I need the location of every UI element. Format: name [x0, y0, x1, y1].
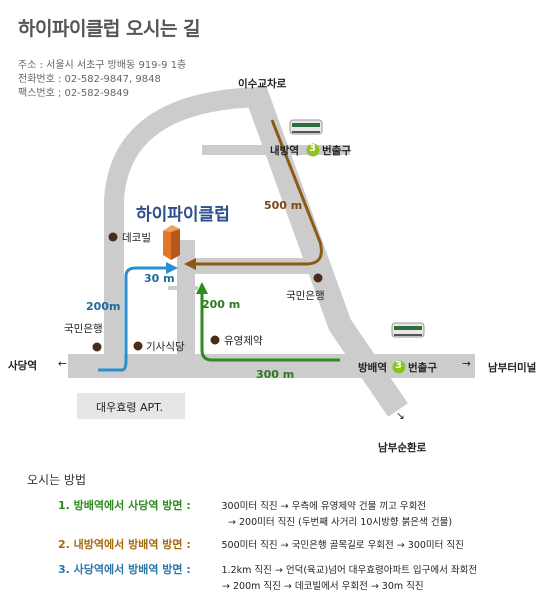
naebang-exit-label: 번출구: [322, 145, 351, 157]
arrow-left-label: ←: [58, 358, 67, 370]
page-title: 하이파이클럽 오시는 길: [18, 18, 201, 40]
direction-text-2: 500미터 직진 → 국민은행 골목길로 우회전 → 300미터 직진: [221, 540, 464, 551]
distance-30m-label: 30 m: [144, 272, 175, 285]
phone-text: 전화번호 : 02-582-9847, 9848: [18, 74, 161, 85]
green-route: [200, 292, 340, 362]
direction-text-1: 300미터 직진 → 우측에 유영제약 건물 끼고 우회전: [221, 501, 427, 512]
distance-300m-label: 300 m: [256, 368, 295, 381]
apt-box: [77, 393, 185, 419]
direction-route-3: 3. 사당역에서 방배역 방면 :: [58, 563, 191, 576]
bangbae-exit-label: 번출구: [408, 362, 437, 374]
direction-item-1: 1. 방배역에서 사당역 방면 : 300미터 직진 → 우측에 유영제약 건물…: [58, 497, 426, 513]
kookmin-bank-right-label: 국민은행: [286, 290, 325, 302]
naebang-exit-badge: [306, 143, 320, 157]
road-network: [68, 85, 475, 417]
direction-text-3: 1.2km 직진 → 언덕(육교)넘어 대우효령아파트 입구에서 좌회전: [221, 565, 478, 576]
bangbae-train-icon: [391, 322, 425, 338]
hifi-club-label: 하이파이클럽: [136, 205, 230, 225]
nambu-ring-road-label: 남부순환로: [378, 442, 427, 454]
direction-item-3: 3. 사당역에서 방배역 방면 : 1.2km 직진 → 언덕(육교)넘어 대우…: [58, 561, 477, 577]
yuyoung-pharma-dot: [210, 335, 220, 345]
brown-route: [194, 119, 323, 266]
naebang-station-label: 내방역: [270, 145, 299, 157]
distance-500m-label: 500 m: [264, 199, 303, 212]
hifi-club-building: [163, 225, 180, 260]
diagonal-road: [243, 85, 408, 417]
direction-item-2: 2. 내방역에서 방배역 방면 : 500미터 직진 → 국민은행 골목길로 우…: [58, 536, 464, 552]
address-text: 주소 : 서울시 서초구 방배동 919-9 1층: [18, 60, 187, 71]
fax-text: 팩스번호 ; 02-582-9849: [18, 88, 130, 99]
isu-road-label: 이수교차로: [238, 78, 287, 90]
direction-cont-3: → 200m 직진 → 데코빌에서 우회전 → 30m 직진: [222, 581, 424, 592]
distance-200m-blue-label: 200m: [86, 300, 121, 313]
blue-route: [98, 266, 168, 372]
direction-cont-1: → 200미터 직진 (두번째 사거리 10시방향 붉은색 건물): [228, 517, 453, 528]
dekovil-dot: [108, 232, 118, 242]
gisa-restaurant-label: 기사식당: [146, 341, 185, 353]
arrow-down-label: ↘: [396, 410, 405, 422]
directions-heading: 오시는 방법: [27, 473, 87, 487]
yuyoung-pharma-label: 유영제약: [224, 335, 263, 347]
apt-label: 대우효령 APT.: [96, 401, 164, 414]
kookmin-bank-right-dot: [313, 273, 323, 283]
sadang-station-label: 사당역: [8, 360, 37, 372]
bangbae-exit-number: 3: [395, 360, 402, 371]
dekovil-label: 데코빌: [122, 232, 151, 244]
bangbae-exit-badge: [392, 360, 406, 374]
curved-road: [104, 87, 263, 370]
naebang-exit-number: 3: [309, 143, 316, 154]
nambu-terminal-label: 남부터미널: [488, 362, 537, 374]
brown-route-arrowhead: [184, 258, 196, 270]
green-route-arrowhead: [196, 282, 208, 294]
distance-200m-green-label: 200 m: [202, 298, 241, 311]
direction-route-1: 1. 방배역에서 사당역 방면 :: [58, 499, 191, 512]
direction-route-2: 2. 내방역에서 방배역 방면 :: [58, 538, 191, 551]
kookmin-bank-left-label: 국민은행: [64, 323, 103, 335]
gisa-restaurant-dot: [133, 341, 143, 351]
blue-route-arrowhead: [166, 262, 178, 274]
bangbae-station-label: 방배역: [358, 362, 387, 374]
kookmin-bank-left-dot: [92, 342, 102, 352]
arrow-right-label: →: [462, 358, 471, 370]
naebang-train-icon: [289, 119, 323, 135]
